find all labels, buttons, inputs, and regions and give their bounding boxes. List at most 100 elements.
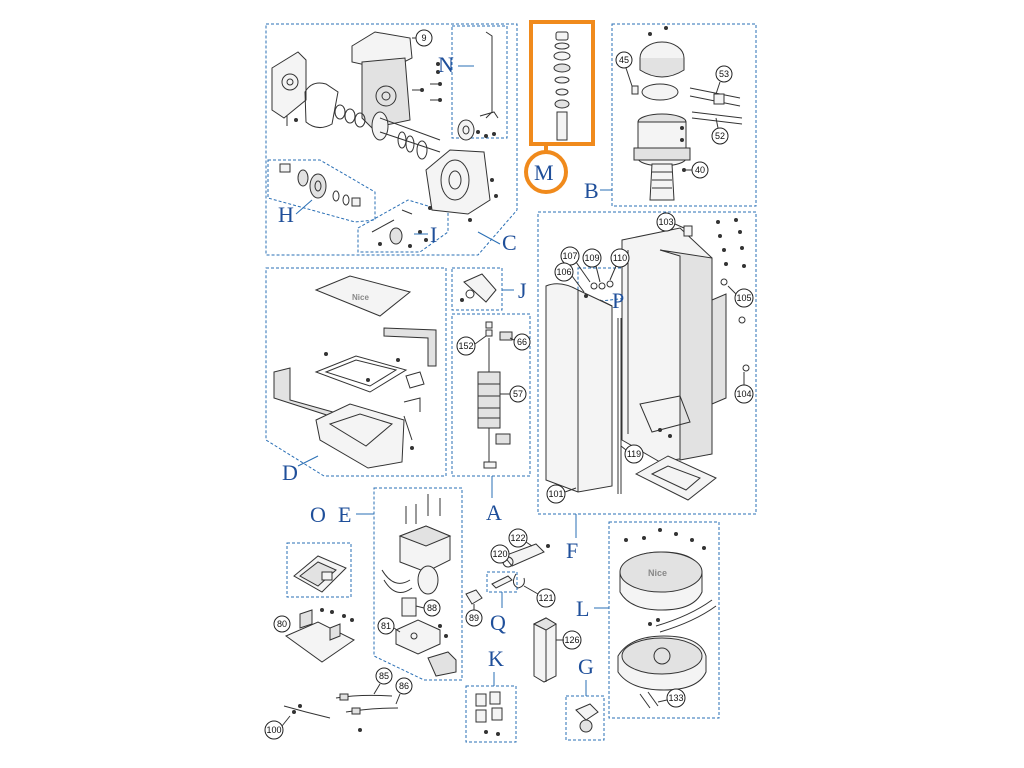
callout-152: 152 xyxy=(456,335,487,356)
callout-105: 105 xyxy=(727,285,754,308)
group-l-parts: Nice xyxy=(617,528,717,709)
group-o[interactable]: O xyxy=(286,502,352,598)
part-89[interactable]: 89 xyxy=(465,589,483,627)
callout-119: 119 xyxy=(620,444,644,464)
svg-text:126: 126 xyxy=(564,635,579,645)
group-h-box[interactable] xyxy=(267,159,376,223)
group-m[interactable]: M xyxy=(524,20,595,194)
svg-text:86: 86 xyxy=(399,681,409,691)
label-p: P xyxy=(612,288,624,313)
group-n-parts xyxy=(457,31,499,141)
group-o-parts xyxy=(293,555,347,593)
group-j-parts xyxy=(460,273,497,303)
group-i-parts xyxy=(371,209,428,248)
svg-text:133: 133 xyxy=(668,693,683,703)
group-f-parts xyxy=(545,218,750,501)
group-b[interactable]: 45 53 52 40 B xyxy=(584,23,757,207)
group-e-parts xyxy=(381,494,457,677)
callout-45: 45 xyxy=(615,51,633,87)
svg-text:89: 89 xyxy=(469,613,479,623)
label-g: G xyxy=(578,654,594,679)
callout-86: 86 xyxy=(395,677,413,705)
callout-106: 106 xyxy=(554,262,585,293)
svg-text:104: 104 xyxy=(736,389,751,399)
cables-85-86-100[interactable]: 85 86 100 xyxy=(264,667,413,740)
group-b-parts xyxy=(631,26,743,201)
svg-text:53: 53 xyxy=(719,69,729,79)
group-j[interactable]: J xyxy=(451,267,527,311)
svg-text:57: 57 xyxy=(513,389,523,399)
label-b: B xyxy=(584,178,599,203)
group-g[interactable]: G xyxy=(565,654,605,741)
group-k[interactable]: K xyxy=(465,646,517,743)
callout-9: 9 xyxy=(412,29,433,47)
callout-133: 133 xyxy=(657,688,686,708)
svg-text:80: 80 xyxy=(277,619,287,629)
label-l: L xyxy=(576,596,589,621)
svg-text:101: 101 xyxy=(548,489,563,499)
label-f: F xyxy=(566,538,578,563)
svg-text:45: 45 xyxy=(619,55,629,65)
svg-text:152: 152 xyxy=(458,341,473,351)
group-m-parts xyxy=(553,31,571,141)
group-a-parts xyxy=(477,321,513,469)
svg-text:103: 103 xyxy=(658,217,673,227)
group-q[interactable]: Q xyxy=(486,571,518,635)
svg-text:119: 119 xyxy=(627,449,641,459)
lid-brand-text: Nice xyxy=(352,293,369,302)
svg-text:100: 100 xyxy=(266,725,281,735)
group-h-parts xyxy=(279,163,361,207)
group-g-parts xyxy=(575,703,599,733)
label-n: N xyxy=(438,52,454,77)
group-n-box[interactable] xyxy=(451,25,508,139)
svg-text:66: 66 xyxy=(517,337,527,347)
group-d[interactable]: Nice D xyxy=(265,267,447,485)
group-a[interactable]: 152 66 57 A xyxy=(451,313,531,525)
label-j: J xyxy=(518,278,527,303)
svg-text:81: 81 xyxy=(381,621,391,631)
callout-107: 107 xyxy=(560,246,591,283)
group-k-parts xyxy=(475,691,503,736)
callout-85: 85 xyxy=(373,667,393,695)
label-h: H xyxy=(278,202,294,227)
svg-text:107: 107 xyxy=(562,251,577,261)
callout-89: 89 xyxy=(465,604,483,627)
group-f[interactable]: 103 107 109 110 106 105 104 119 101 P F xyxy=(537,211,757,563)
callout-80: 80 xyxy=(273,615,291,633)
callout-126: 126 xyxy=(556,630,582,650)
callout-110: 110 xyxy=(609,248,630,281)
callout-100: 100 xyxy=(264,715,291,740)
svg-text:109: 109 xyxy=(584,253,599,263)
callout-81: 81 xyxy=(377,617,401,635)
motor-housing-parts xyxy=(271,31,498,222)
callout-122: 122 xyxy=(508,528,533,548)
svg-text:9: 9 xyxy=(421,33,426,43)
svg-text:85: 85 xyxy=(379,671,389,681)
group-c[interactable]: 9 N H I C xyxy=(265,23,518,256)
part-80[interactable]: 80 xyxy=(273,608,355,663)
svg-text:122: 122 xyxy=(510,533,525,543)
svg-text:105: 105 xyxy=(736,293,751,303)
group-p-box[interactable] xyxy=(577,267,629,303)
callout-121: 121 xyxy=(523,585,556,608)
label-i: I xyxy=(430,222,437,247)
callout-53: 53 xyxy=(715,65,733,95)
callout-104: 104 xyxy=(734,372,754,404)
part-126[interactable]: 126 xyxy=(532,617,582,683)
group-m-highlight-box[interactable] xyxy=(529,20,595,146)
svg-text:52: 52 xyxy=(715,131,725,141)
callout-120: 120 xyxy=(490,544,510,564)
callout-88: 88 xyxy=(415,599,441,617)
callout-40: 40 xyxy=(686,161,709,179)
group-l[interactable]: Nice 133 L xyxy=(576,521,720,719)
callout-109: 109 xyxy=(582,248,602,283)
group-i-box[interactable] xyxy=(357,199,449,253)
group-q-parts xyxy=(491,575,513,589)
label-c: C xyxy=(502,230,517,255)
group-e[interactable]: 88 81 E xyxy=(338,487,463,681)
callout-101: 101 xyxy=(546,484,577,504)
svg-text:40: 40 xyxy=(695,165,705,175)
release-parts[interactable]: 122 120 121 xyxy=(490,528,556,608)
svg-text:120: 120 xyxy=(492,549,507,559)
svg-text:121: 121 xyxy=(538,593,553,603)
